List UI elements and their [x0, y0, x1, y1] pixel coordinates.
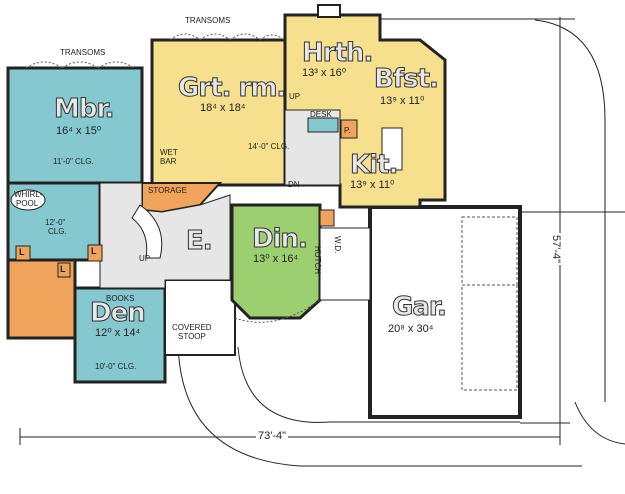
dn-label: DN [288, 180, 300, 189]
bfst-name: Bfst. [374, 64, 440, 95]
entry-name: E. [186, 226, 214, 257]
overall-depth-label: 57'-4" [550, 233, 562, 266]
books-label: BOOKS [106, 294, 135, 303]
pantry-label: P. [344, 126, 351, 135]
gar-name: Gar. [392, 292, 448, 323]
wet-bar-label-2: BAR [160, 157, 177, 166]
up-entry-label: UP [139, 254, 151, 263]
den-ceiling: 10'-0" CLG. [95, 362, 137, 371]
entry-stair [131, 204, 163, 259]
covered-stoop-area [164, 279, 236, 356]
closet-l3-label: L [60, 264, 66, 274]
storage-label: STORAGE [148, 186, 187, 195]
den-dims: 12⁰ x 14⁴ [95, 327, 141, 339]
bath-ceiling-1: 12'-0" [45, 218, 66, 227]
desk-counter [307, 117, 339, 133]
whirlpool-label-2: POOL [16, 199, 39, 208]
mbr-dims: 16⁴ x 15⁰ [56, 125, 102, 137]
dimension-lines [19, 17, 625, 467]
dining-area [230, 203, 322, 320]
garage-door-right [461, 284, 518, 391]
grtrm-dims: 18⁴ x 18⁴ [200, 102, 246, 114]
hutch-label: HUTCH [313, 246, 322, 274]
whirlpool-tub [10, 189, 46, 211]
entry-area [99, 182, 231, 289]
kitchen-island [381, 127, 403, 171]
transoms-top-label: TRANSOMS [185, 16, 231, 25]
mbr-name: Mbr. [53, 94, 115, 125]
overall-width-label: 73'-4" [256, 430, 289, 442]
small-closet-l3 [57, 262, 71, 278]
wet-bar-label-1: WET [160, 148, 178, 157]
hutch-closet [319, 209, 335, 227]
transom-arcs [25, 33, 321, 323]
den-name: Den [90, 298, 147, 329]
mbr-ceiling: 11'-0" CLG. [53, 157, 94, 166]
closet-l1-label: L [91, 246, 97, 256]
covered-stoop-label-1: COVERED [172, 323, 212, 332]
covered-stoop-label-2: STOOP [178, 332, 206, 341]
hrth-dims: 13³ x 16⁰ [302, 67, 347, 79]
small-closet-l2 [15, 245, 31, 261]
transoms-left-label: TRANSOMS [60, 48, 106, 57]
closet-l2-label: L [19, 247, 25, 257]
bath-ceiling-2: CLG. [48, 227, 67, 236]
din-name: Din. [252, 224, 309, 255]
kit-dims: 13⁹ x 11⁰ [350, 179, 395, 191]
small-closet-l1 [87, 244, 103, 262]
wd-label: W.D. [333, 236, 342, 254]
grtrm-ceiling: 14'-0" CLG. [248, 142, 290, 151]
grtrm-name: Grt. rm. [177, 73, 286, 104]
up-grt-label: UP [289, 92, 301, 101]
bfst-dims: 13⁹ x 11⁰ [380, 95, 425, 107]
pantry-closet [340, 119, 358, 139]
din-dims: 13⁰ x 16⁴ [253, 253, 299, 265]
hrth-name: Hrth. [301, 38, 373, 69]
gar-dims: 20⁸ x 30⁴ [388, 323, 434, 335]
fireplace [317, 4, 341, 18]
desk-label: DESK [310, 110, 332, 119]
laundry-area [319, 227, 371, 301]
whirlpool-label-1: WHIRL- [14, 190, 43, 199]
kit-name: Kit. [349, 150, 398, 181]
garage-floor [368, 205, 522, 419]
